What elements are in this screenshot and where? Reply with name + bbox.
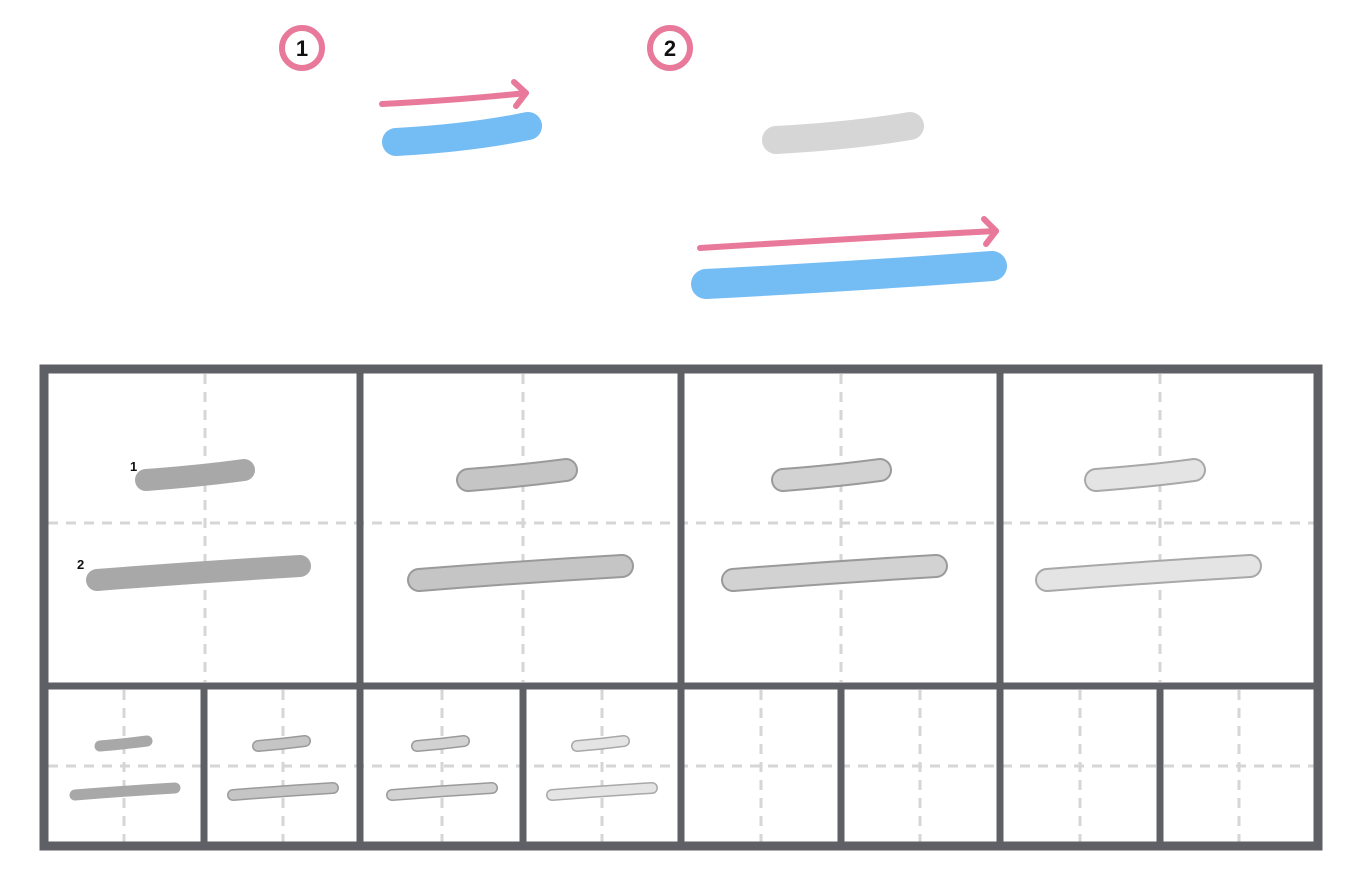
step-2-badge: 2: [647, 25, 693, 71]
large-cell-4-trace: [1035, 458, 1262, 592]
large-cell-1-stroke-1: [135, 459, 255, 491]
step-1-number: 1: [296, 36, 308, 61]
step-1-stroke-1-active: [382, 112, 542, 156]
small-cell-4-stroke-1: [572, 736, 629, 751]
large-cell-2-stroke-2: [409, 556, 632, 590]
large-cell-1-trace: 1 2: [77, 459, 311, 591]
large-cell-4-stroke-1: [1086, 460, 1204, 490]
step-2-stroke-2-active: [691, 251, 1007, 299]
small-cell-2-stroke-2: [228, 783, 338, 800]
stroke-label-1: 1: [130, 459, 137, 474]
small-cell-3-stroke-2: [387, 783, 497, 800]
step-2-stroke-1-done: [762, 112, 924, 154]
large-cell-2-trace: [407, 458, 634, 592]
small-cell-2-stroke-1: [253, 736, 310, 751]
large-cell-2-stroke-1: [458, 460, 576, 490]
large-cell-3-stroke-2: [723, 556, 946, 590]
large-cell-1-stroke-2: [86, 555, 311, 591]
small-cell-1-stroke-2: [69, 782, 181, 801]
stroke-label-2: 2: [77, 557, 84, 572]
step-1-arrowhead: [511, 79, 529, 109]
small-cell-1-trace: [69, 735, 181, 801]
step-2: 2: [647, 25, 1007, 299]
small-cell-1-stroke-1: [94, 735, 153, 752]
large-cell-3-stroke-1: [773, 460, 890, 490]
small-cell-2-trace: [227, 735, 339, 801]
step-2-number: 2: [664, 36, 676, 61]
step-2-direction-arrow: [697, 228, 999, 251]
large-cell-4-stroke-2: [1037, 556, 1260, 590]
large-cell-3-trace: [721, 458, 948, 592]
step-2-arrowhead: [981, 216, 999, 247]
small-cell-3-stroke-1: [412, 736, 469, 751]
grid-borders: [39, 364, 1323, 851]
small-cell-4-trace: [546, 735, 658, 801]
small-cell-3-trace: [386, 735, 498, 801]
step-1-direction-arrow: [379, 90, 529, 107]
small-cell-4-stroke-2: [547, 783, 657, 800]
practice-grid: 1 2: [39, 364, 1323, 851]
step-1-badge: 1: [279, 25, 325, 71]
step-1: 1: [279, 25, 542, 156]
